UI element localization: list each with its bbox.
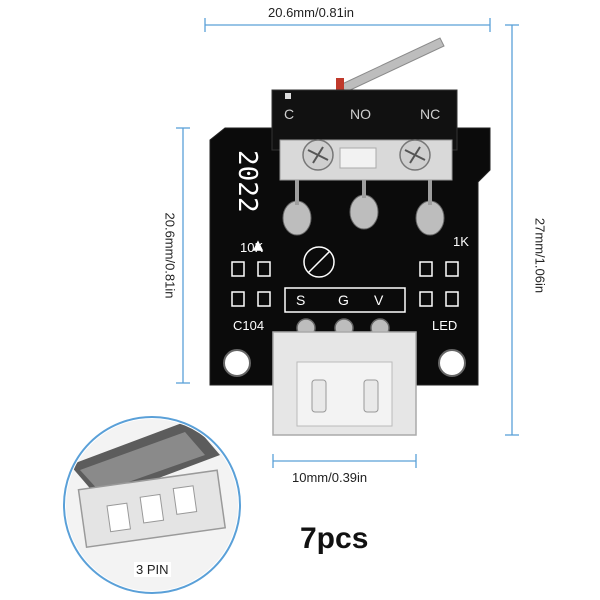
- quantity-label: 7pcs: [300, 522, 369, 555]
- solder-pin-c: [282, 200, 312, 236]
- switch-label-no: NO: [350, 106, 371, 122]
- inset-closeup: [63, 416, 241, 594]
- solder-pin-nc: [415, 200, 445, 236]
- silkscreen-code: 2022: [232, 150, 262, 213]
- mounting-hole-left: [223, 349, 251, 377]
- plunger-tip: [336, 78, 344, 92]
- label-c104: C104: [233, 318, 265, 333]
- top-width-label: 20.6mm/0.81in: [268, 5, 354, 20]
- left-height-label: 20.6mm/0.81in: [162, 212, 178, 299]
- pin-label-g: G: [338, 292, 349, 308]
- rohs-logo: [303, 246, 335, 278]
- mounting-hole-right: [438, 349, 466, 377]
- switch-label-c: C: [284, 106, 295, 122]
- label-1k: 1K: [453, 234, 469, 249]
- connector-width-label: 10mm/0.39in: [292, 470, 368, 485]
- switch-lever: [336, 37, 445, 93]
- screw-right: [399, 139, 431, 171]
- pin-label-v: V: [374, 292, 384, 308]
- dimension-lines: [176, 18, 519, 468]
- screw-left: [302, 139, 334, 171]
- micro-switch: [271, 89, 458, 236]
- inset-label: 3 PIN: [134, 562, 171, 577]
- switch-label-nc: NC: [420, 106, 441, 122]
- pin-label-s: S: [296, 292, 306, 308]
- jst-connector: [272, 331, 417, 436]
- label-led: LED: [432, 318, 458, 333]
- pcb-board: [209, 127, 491, 386]
- label-10k: 10K: [240, 240, 264, 255]
- solder-pin-no: [349, 194, 379, 230]
- right-height-label: 27mm/1.06in: [532, 217, 548, 294]
